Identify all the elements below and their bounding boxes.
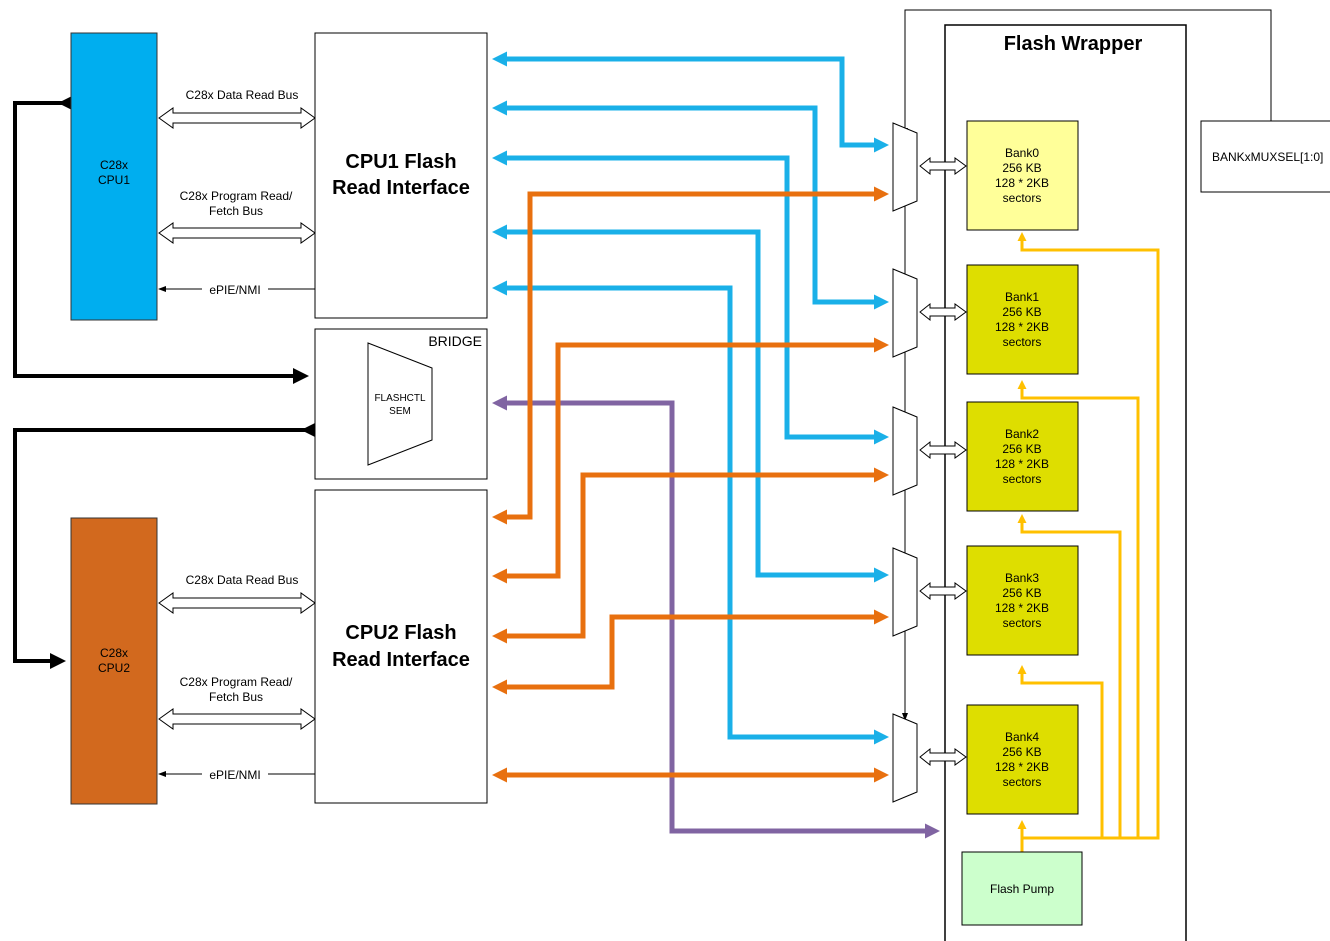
cpu1-flash-read-interface — [314, 32, 488, 319]
sem-label-line2: SEM — [389, 406, 411, 417]
flashctl-sem-shape — [367, 342, 433, 466]
cpu2-program-bus-label-line2: Fetch Bus — [209, 690, 263, 704]
bank3: Bank3 256 KB 128 * 2KB sectors — [966, 545, 1079, 656]
bank2: Bank2 256 KB 128 * 2KB sectors — [966, 401, 1079, 512]
bank0-sectors-line2: sectors — [1003, 191, 1042, 205]
mux-to-bank-arrow-4 — [919, 747, 967, 767]
fri1-line1: CPU1 Flash — [345, 151, 456, 173]
bank2-box — [966, 401, 1079, 512]
bank-mux-0 — [892, 122, 918, 212]
cpu1-program-bus-arrow — [158, 222, 316, 244]
fri2-line2: Read Interface — [332, 649, 470, 671]
bank4-sectors-line1: 128 * 2KB — [995, 760, 1049, 774]
bank2-sectors-line2: sectors — [1003, 472, 1042, 486]
bank-muxes — [892, 122, 967, 803]
bank1-sectors-line1: 128 * 2KB — [995, 320, 1049, 334]
muxsel-line — [902, 9, 1272, 136]
cpu1-label-line1: C28x — [100, 158, 128, 172]
fri2-line1: CPU2 Flash — [345, 622, 456, 644]
bank0-size: 256 KB — [1002, 161, 1041, 175]
bank-mux-4 — [892, 713, 918, 803]
bank1-box — [966, 264, 1079, 375]
cpu2-program-bus-label-line1: C28x Program Read/ — [180, 675, 293, 689]
bank1-name: Bank1 — [1005, 290, 1039, 304]
bank4-box — [966, 704, 1079, 815]
cpu1-program-bus-label-line1: C28x Program Read/ — [180, 189, 293, 203]
cpu1-block — [70, 32, 158, 321]
pump-distribution-paths — [1017, 232, 1160, 852]
bank-mux-1 — [892, 268, 918, 358]
cpu1-data-bus-label: C28x Data Read Bus — [186, 88, 299, 102]
bank4-size: 256 KB — [1002, 745, 1041, 759]
bank0: Bank0 256 KB 128 * 2KB sectors — [966, 120, 1079, 231]
cpu1-data-bus-arrow — [158, 107, 316, 129]
cpu1-epie-label: ePIE/NMI — [209, 283, 260, 297]
sem-label-line1: FLASHCTL — [374, 393, 426, 404]
mux-to-bank-arrow-1 — [919, 302, 967, 322]
flash-wrapper-box — [944, 24, 1187, 941]
bank4: Bank4 256 KB 128 * 2KB sectors — [966, 704, 1079, 815]
bank-mux-2 — [892, 406, 918, 496]
mux-to-bank-arrow-3 — [919, 581, 967, 601]
cpu2-program-bus-arrow — [158, 708, 316, 730]
bank2-sectors-line1: 128 * 2KB — [995, 457, 1049, 471]
cpu2-label-line2: CPU2 — [98, 661, 130, 675]
bank0-name: Bank0 — [1005, 146, 1039, 160]
bank3-size: 256 KB — [1002, 586, 1041, 600]
bank3-name: Bank3 — [1005, 571, 1039, 585]
cpu2-data-bus-label: C28x Data Read Bus — [186, 573, 299, 587]
cpu2-bank-paths — [492, 186, 889, 783]
bankxmuxsel-box — [1200, 120, 1330, 193]
bankxmuxsel-label: BANKxMUXSEL[1:0] — [1212, 150, 1323, 164]
bank4-name: Bank4 — [1005, 730, 1039, 744]
cpu2-label-line1: C28x — [100, 646, 128, 660]
bank-mux-3 — [892, 547, 918, 637]
cpu2-data-bus-arrow — [158, 592, 316, 614]
bank0-sectors-line1: 128 * 2KB — [995, 176, 1049, 190]
bank3-sectors-line2: sectors — [1003, 616, 1042, 630]
bank1-sectors-line2: sectors — [1003, 335, 1042, 349]
fri1-line2: Read Interface — [332, 177, 470, 199]
bank2-size: 256 KB — [1002, 442, 1041, 456]
cpu-bridge-paths — [13, 95, 317, 669]
bridge-label: BRIDGE — [428, 333, 482, 349]
cpu1-label-line2: CPU1 — [98, 173, 130, 187]
flash-pump-label: Flash Pump — [990, 882, 1054, 896]
cpu-bus-arrows — [158, 107, 316, 730]
bank1: Bank1 256 KB 128 * 2KB sectors — [966, 264, 1079, 375]
bank1-size: 256 KB — [1002, 305, 1041, 319]
mux-to-bank-arrow-0 — [919, 156, 967, 176]
bank3-sectors-line1: 128 * 2KB — [995, 601, 1049, 615]
cpu1-program-bus-label-line2: Fetch Bus — [209, 204, 263, 218]
epie-arrows — [159, 289, 315, 774]
bank3-box — [966, 545, 1079, 656]
mux-to-bank-arrow-2 — [919, 440, 967, 460]
cpu2-epie-label: ePIE/NMI — [209, 768, 260, 782]
flash-wrapper-title: Flash Wrapper — [1004, 33, 1143, 55]
flash-pump-box — [961, 851, 1083, 926]
bank2-name: Bank2 — [1005, 427, 1039, 441]
cpu2-block — [70, 517, 158, 805]
bank0-box — [966, 120, 1079, 231]
bank4-sectors-line2: sectors — [1003, 775, 1042, 789]
cpu2-flash-read-interface — [314, 489, 488, 804]
